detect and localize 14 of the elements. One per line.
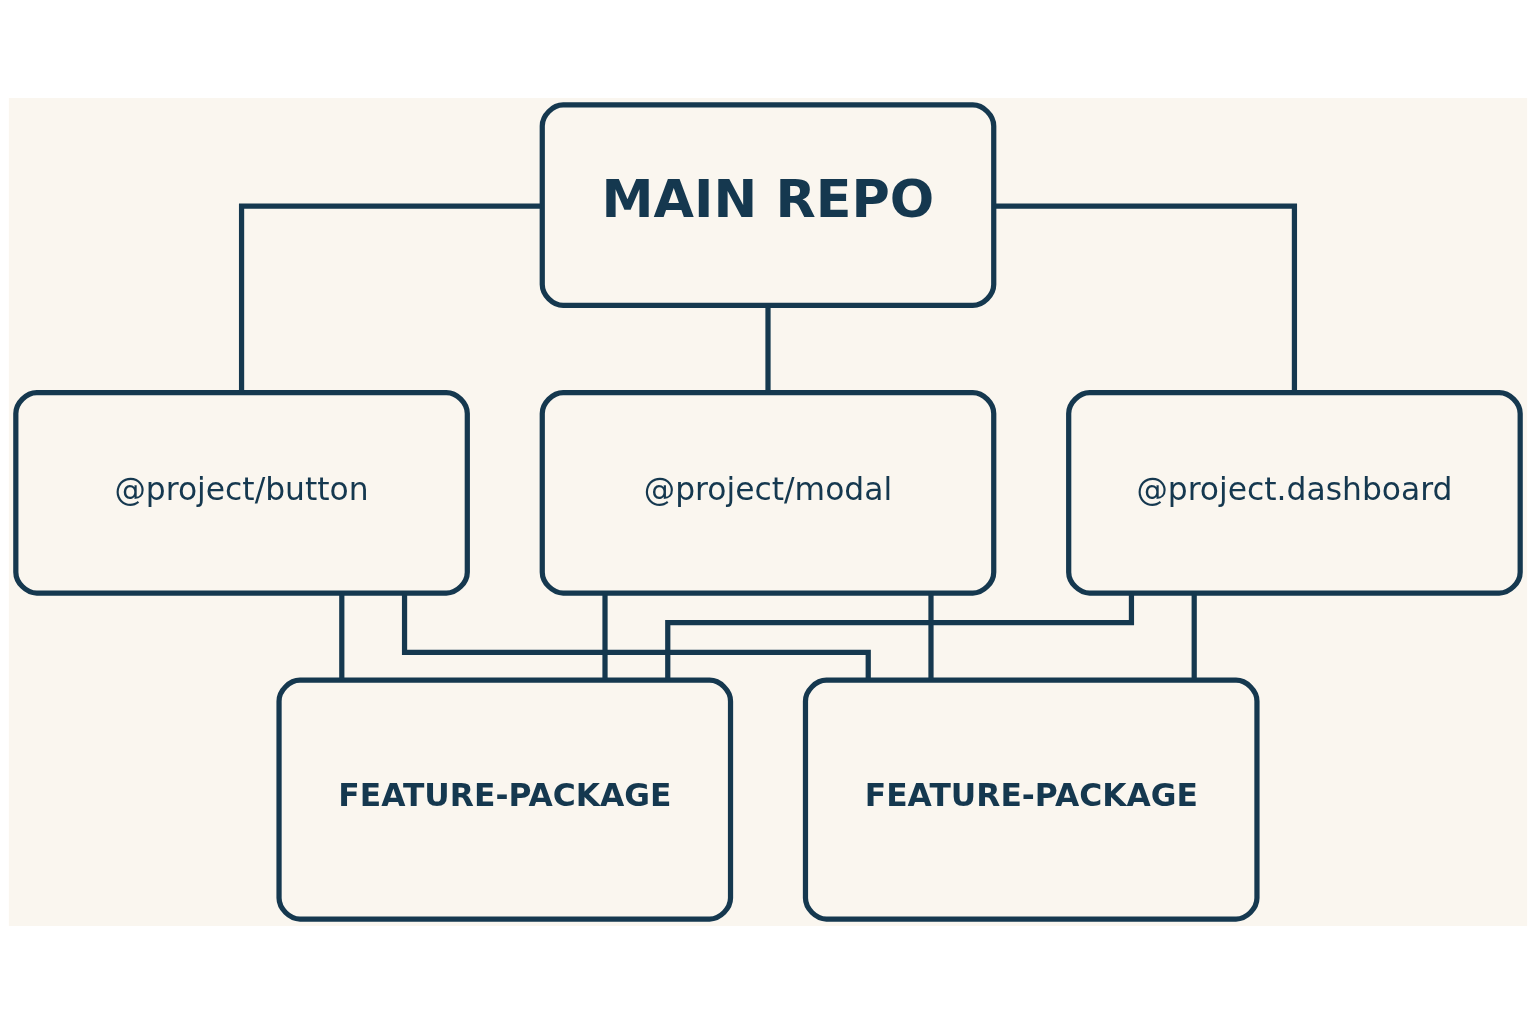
node-box: @project.dashboard — [1066, 389, 1523, 596]
node-box: MAIN REPO — [539, 102, 997, 309]
connector — [994, 203, 1298, 393]
connector — [602, 593, 608, 680]
node-box: FEATURE-PACKAGE — [276, 677, 734, 922]
connector — [928, 593, 934, 680]
node-box: @project/modal — [539, 389, 997, 596]
connector — [238, 203, 542, 393]
connector — [765, 305, 771, 393]
node-box: @project/button — [13, 389, 470, 596]
connector — [665, 593, 1135, 681]
node-box: FEATURE-PACKAGE — [802, 677, 1260, 922]
connector — [1191, 593, 1197, 680]
connector — [339, 593, 345, 680]
